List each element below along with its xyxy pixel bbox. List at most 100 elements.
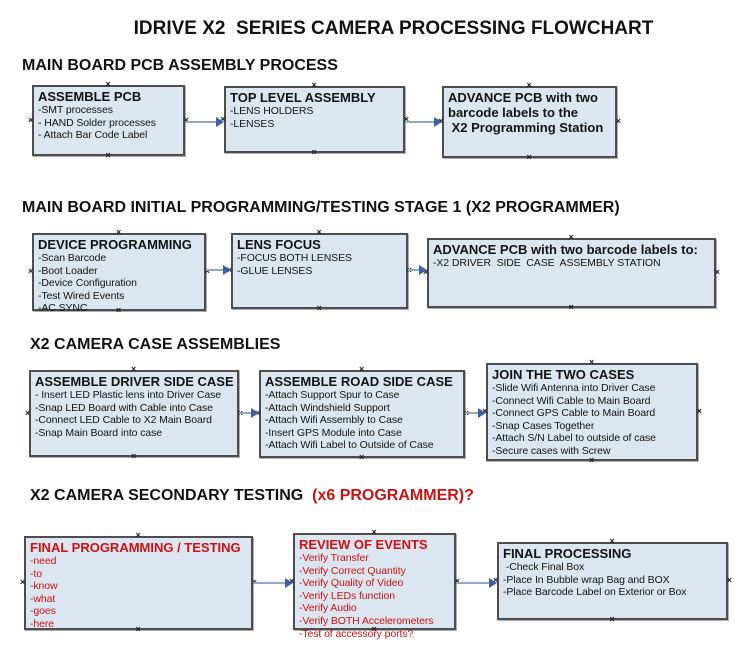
box-line: -Verify BOTH Accelerometers [299, 614, 434, 627]
box-title: LENS FOCUS [237, 237, 321, 252]
selection-handle-icon: × [371, 527, 377, 537]
box-line: -AC SYNC [38, 302, 88, 315]
box-line: barcode labels to the [448, 105, 579, 120]
box-line: -FOCUS BOTH LENSES [237, 252, 352, 264]
box-line: -Test Wired Events [38, 289, 125, 302]
flow-arrow [465, 407, 486, 419]
box-line: -Verify Quality of Video [299, 577, 404, 590]
box-title: FINAL PROGRAMMING / TESTING [30, 540, 241, 555]
section-heading-initial-programming: MAIN BOARD INITIAL PROGRAMMING/TESTING S… [22, 199, 620, 216]
box-title: ADVANCE PCB with two [448, 90, 598, 105]
flow-box-top-level-assembly: ×××× TOP LEVEL ASSEMBLY -LENS HOLDERS -L… [220, 81, 409, 157]
box-line: -Secure cases with Screw [492, 444, 611, 457]
flow-box-advance-pcb-programming-station: ×××× ADVANCE PCB with two barcode labels… [438, 81, 621, 162]
selection-handle-icon: × [609, 614, 615, 624]
box-title: ADVANCE PCB with two barcode labels to: [433, 242, 698, 257]
selection-handle-icon: × [371, 624, 377, 634]
box-line: -SMT processes [38, 104, 113, 116]
selection-handle-icon: × [696, 406, 702, 416]
selection-handle-icon: × [568, 232, 574, 242]
flow-box-assemble-driver-side-case: ×××× ASSEMBLE DRIVER SIDE CASE - Insert … [25, 365, 243, 461]
box-line: -Attach Wifi Assembly to Case [265, 414, 403, 427]
arrow-line [456, 582, 491, 584]
box-line: -Snap Main Board into case [35, 426, 162, 439]
box-title: ASSEMBLE ROAD SIDE CASE [265, 374, 453, 389]
flow-arrow [405, 116, 442, 128]
flow-arrow [239, 407, 259, 419]
box-line: -what [30, 592, 56, 605]
arrow-line [465, 412, 480, 414]
selection-handle-icon: × [105, 79, 111, 89]
selection-handle-icon: × [609, 536, 615, 546]
flow-box-device-programming: ×××× DEVICE PROGRAMMING -Scan Barcode -B… [28, 228, 210, 315]
section-heading-secondary-testing: X2 CAMERA SECONDARY TESTING (x6 PROGRAMM… [30, 487, 474, 505]
arrow-head-icon [251, 408, 259, 418]
selection-handle-icon: × [311, 80, 317, 90]
selection-handle-icon: × [454, 575, 460, 586]
section-heading-red-part: (x6 PROGRAMMER)? [307, 487, 474, 504]
arrow-head-icon [419, 265, 427, 275]
selection-handle-icon: × [526, 152, 532, 162]
selection-handle-icon: × [20, 577, 26, 587]
section-heading-pcb-assembly: MAIN BOARD PCB ASSEMBLY PROCESS [22, 57, 338, 74]
arrow-head-icon [223, 265, 231, 275]
flow-arrow [185, 116, 224, 128]
arrow-line [253, 582, 287, 584]
flow-box-advance-pcb-driver-side-station: ×××× ADVANCE PCB with two barcode labels… [423, 233, 720, 312]
selection-handle-icon: × [116, 305, 122, 315]
box-line: -Place In Bubble wrap Bag and BOX [503, 573, 670, 586]
selection-handle-icon: × [615, 116, 621, 126]
box-line: -Attach Support Spur to Case [265, 389, 400, 401]
flow-box-assemble-road-side-case: ×××× ASSEMBLE ROAD SIDE CASE -Attach Sup… [255, 365, 469, 462]
flow-box-final-programming-testing: ×××× FINAL PROGRAMMING / TESTING -need -… [20, 531, 257, 634]
box-line: -Test of accessory ports? [299, 627, 414, 640]
box-line: -Snap Cases Together [492, 419, 595, 432]
box-line: -Insert GPS Module into Case [265, 426, 402, 439]
box-title: REVIEW OF EVENTS [299, 537, 428, 552]
box-title: ASSEMBLE DRIVER SIDE CASE [35, 374, 234, 389]
flow-box-final-processing: ×××× FINAL PROCESSING -Check Final Box -… [493, 537, 732, 624]
box-line: -Verify LEDs function [299, 589, 395, 602]
arrow-line [405, 121, 436, 123]
arrow-head-icon [489, 578, 497, 588]
box-line: -Verify Transfer [299, 552, 369, 564]
box-line: -Snap LED Board with Cable into Case [35, 401, 213, 414]
box-line: -Scan Barcode [38, 252, 107, 264]
section-heading-case-assemblies: X2 CAMERA CASE ASSEMBLIES [30, 336, 281, 353]
box-line: -Boot Loader [38, 264, 98, 277]
arrow-line [239, 412, 253, 414]
selection-handle-icon: × [403, 113, 409, 124]
flow-box-assemble-pcb: ×××× ASSEMBLE PCB -SMT processes - HAND … [28, 80, 189, 160]
selection-handle-icon: × [589, 455, 595, 465]
box-title: JOIN THE TWO CASES [492, 367, 635, 382]
box-line: -need [30, 555, 57, 567]
box-line: -Verify Correct Quantity [299, 564, 406, 577]
arrow-head-icon [216, 117, 224, 127]
selection-handle-icon: × [131, 364, 137, 374]
selection-handle-icon: × [359, 452, 365, 462]
box-line: -to [30, 567, 42, 580]
box-line: -Verify Audio [299, 602, 357, 615]
box-line: -Attach Windshield Support [265, 401, 390, 414]
box-line: -Attach S/N Label to outside of case [492, 432, 656, 445]
box-line: -Device Configuration [38, 277, 137, 290]
box-line: -LENS HOLDERS [230, 105, 314, 117]
box-title: ASSEMBLE PCB [38, 89, 142, 104]
box-line: X2 Programming Station [448, 120, 604, 135]
box-line: -Connect GPS Cable to Main Board [492, 407, 656, 420]
arrow-head-icon [285, 578, 293, 588]
flow-box-join-the-two-cases: ×××× JOIN THE TWO CASES -Slide Wifi Ante… [482, 358, 702, 465]
box-line: -Slide Wifi Antenna into Driver Case [492, 382, 656, 394]
box-line: -GLUE LENSES [237, 264, 313, 277]
flow-arrow [456, 577, 497, 589]
arrow-head-icon [434, 117, 442, 127]
selection-handle-icon: × [359, 364, 365, 374]
box-line: -know [30, 580, 58, 593]
box-line: -Attach Wifi Label to Outside of Case [265, 439, 434, 452]
arrow-line [408, 269, 421, 271]
box-line: -here [30, 617, 55, 630]
box-line: - Insert LED Plastic lens into Driver Ca… [35, 389, 222, 401]
box-line: -LENSES [230, 117, 275, 130]
selection-handle-icon: × [105, 150, 111, 160]
